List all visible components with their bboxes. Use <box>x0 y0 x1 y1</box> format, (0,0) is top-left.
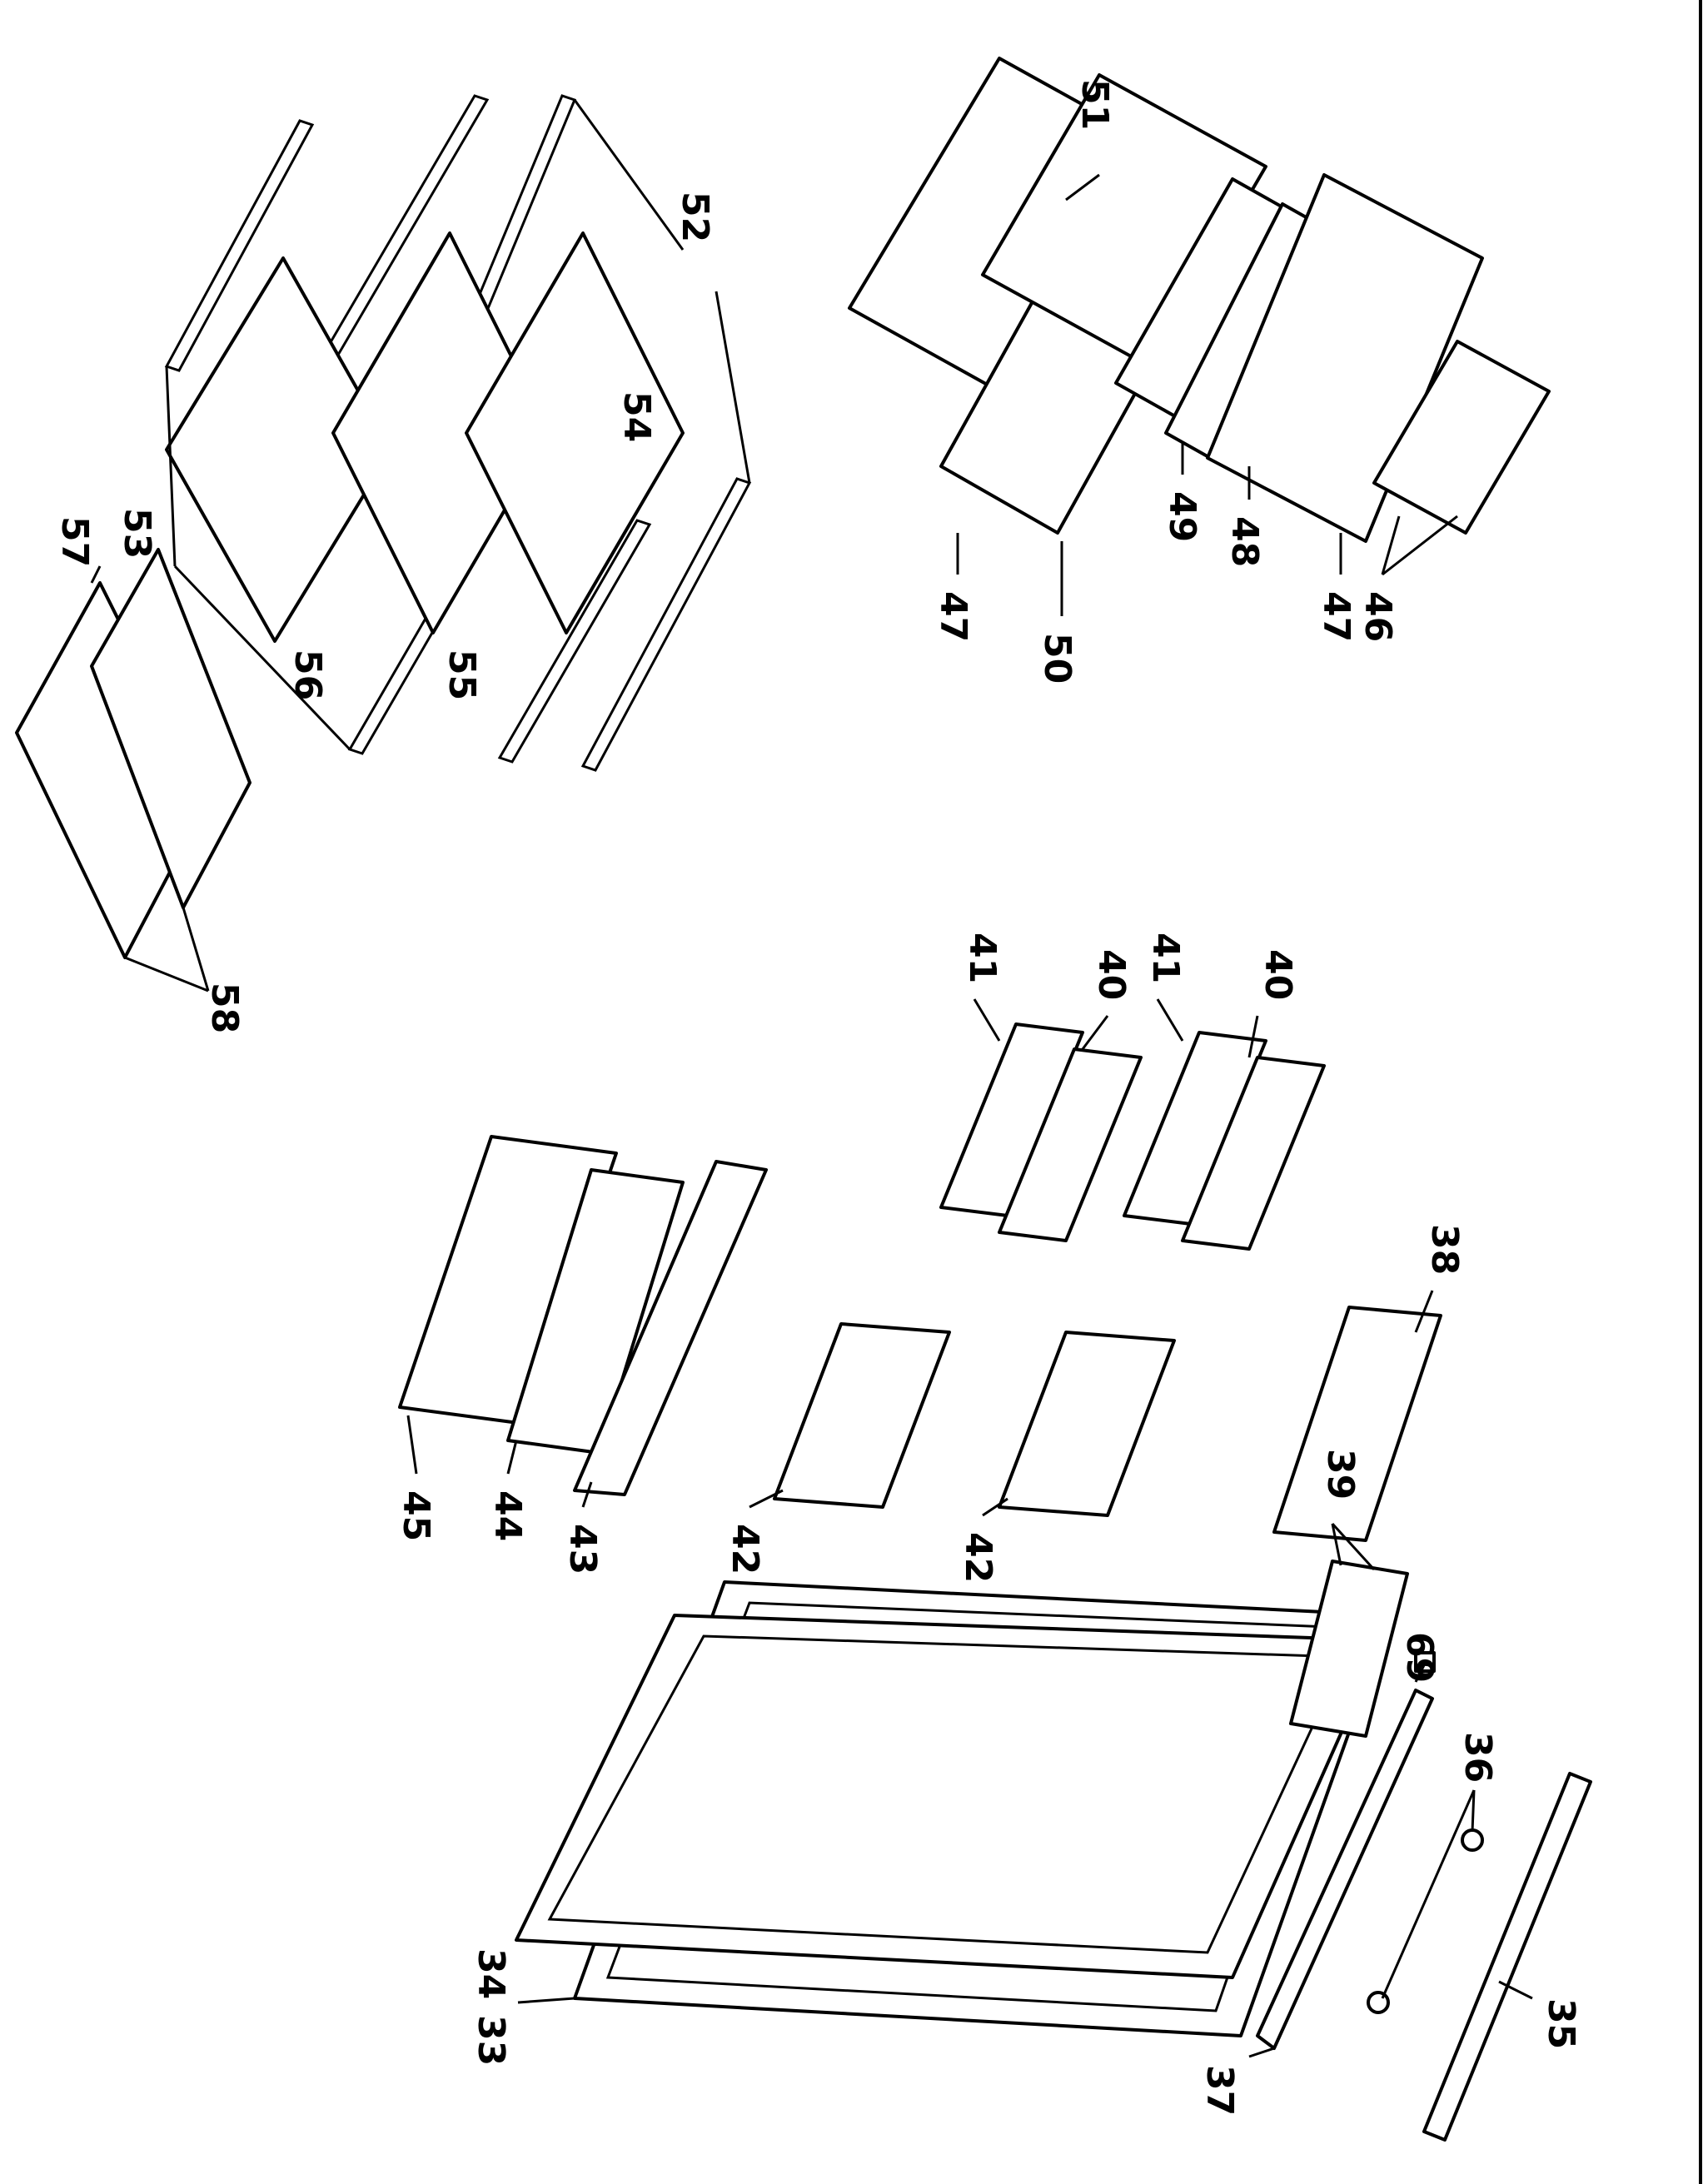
callout-55: 55 <box>441 649 483 700</box>
small-bin-upper <box>773 1322 951 1509</box>
callout-53: 53 <box>116 508 158 559</box>
leader-35 <box>1498 1980 1533 2000</box>
leader-33 <box>517 1997 575 2004</box>
drawer-cover-54 <box>465 231 685 634</box>
leader-36b <box>1381 1789 1476 1999</box>
callout-49: 49 <box>1161 491 1203 542</box>
leader-53a <box>165 366 177 567</box>
rail-5 <box>497 519 652 764</box>
callout-labels: 33 34 35 36 37 69 38 39 40 41 40 41 42 4… <box>53 79 1582 2116</box>
leader-41a <box>973 998 1001 1042</box>
rail-1 <box>164 119 315 372</box>
callout-34: 34 <box>470 1948 512 1999</box>
callout-50: 50 <box>1036 633 1078 684</box>
leader-lines <box>90 99 1533 2058</box>
leader-42a <box>749 1489 784 1509</box>
hinge-cap <box>1414 1651 1436 1673</box>
callout-40-upper: 40 <box>1090 949 1133 1000</box>
egg-holder-lower <box>1181 1056 1326 1251</box>
shelf-frame-51 <box>981 73 1267 368</box>
glass-shelf-47b <box>1206 173 1484 543</box>
callout-42-left: 42 <box>724 1524 766 1575</box>
leader-39a <box>1331 1523 1342 1566</box>
small-bin-lower <box>998 1331 1176 1517</box>
callout-44: 44 <box>486 1490 529 1541</box>
leader-69 <box>1414 1664 1426 1683</box>
callout-69: 69 <box>1398 1632 1441 1683</box>
callout-41-upper: 41 <box>961 933 1003 983</box>
leader-58a <box>124 956 209 993</box>
leader-52b <box>715 291 751 484</box>
callout-33: 33 <box>470 2015 512 2066</box>
callout-47-right: 47 <box>1315 591 1357 642</box>
egg-tray-lower <box>1123 1031 1267 1226</box>
callout-46: 46 <box>1357 591 1399 642</box>
door-bins <box>398 1022 1442 1738</box>
leader-40a <box>1081 1015 1109 1050</box>
callout-51: 51 <box>1073 79 1116 130</box>
callout-57: 57 <box>53 516 96 567</box>
leader-44 <box>506 1440 518 1475</box>
leader-38 <box>1414 1290 1434 1333</box>
cover-grille-58 <box>90 548 251 909</box>
crisper-drawers <box>15 94 752 959</box>
callout-35: 35 <box>1540 1998 1582 2049</box>
leader-39b <box>1331 1522 1376 1571</box>
leader-43 <box>581 1481 593 1508</box>
leader-36a <box>1471 1789 1476 1833</box>
leader-37 <box>1248 2047 1275 2058</box>
egg-tray-upper <box>939 1022 1084 1217</box>
callout-48: 48 <box>1223 516 1266 567</box>
handle-cover <box>1422 1772 1592 2142</box>
dairy-bin-lid <box>506 1168 685 1455</box>
callout-52: 52 <box>674 192 716 242</box>
leader-42b <box>982 1497 1008 1517</box>
door-handle-trim <box>1256 1689 1434 2050</box>
callout-40-lower: 40 <box>1257 949 1299 1000</box>
callout-37: 37 <box>1198 2065 1241 2116</box>
screw-lower <box>1367 1991 1390 2014</box>
callout-43: 43 <box>561 1524 604 1575</box>
leader-46a <box>1381 515 1401 575</box>
screw-upper <box>1461 1828 1484 1852</box>
callout-47-left: 47 <box>932 591 974 642</box>
dairy-bin <box>398 1135 618 1425</box>
callout-58: 58 <box>203 983 246 1033</box>
callout-36: 36 <box>1457 1732 1499 1783</box>
shelf-pair-46 <box>1372 340 1551 535</box>
ice-bin-pair <box>1289 1560 1409 1738</box>
door-assembly <box>515 1580 1592 2142</box>
callout-39: 39 <box>1319 1449 1362 1500</box>
leader-53b <box>173 565 351 751</box>
callout-41-lower: 41 <box>1144 933 1187 983</box>
callout-38: 38 <box>1423 1224 1466 1275</box>
callout-42-right: 42 <box>957 1532 999 1583</box>
leader-41b <box>1156 998 1184 1042</box>
leader-52a <box>573 99 685 251</box>
egg-holder-upper <box>998 1047 1143 1242</box>
tall-bottle-bin <box>573 1160 768 1496</box>
leader-58b <box>182 907 210 992</box>
leader-40b <box>1247 1015 1259 1058</box>
leader-45 <box>406 1415 418 1475</box>
leader-51 <box>1065 173 1100 201</box>
leader-57 <box>90 565 102 584</box>
callout-54: 54 <box>615 391 658 442</box>
leader-34 <box>515 1935 520 1941</box>
interior-shelves <box>848 57 1551 543</box>
ice-tray <box>1272 1306 1442 1542</box>
callout-56: 56 <box>286 649 329 700</box>
leader-46b <box>1382 515 1458 576</box>
callout-45: 45 <box>395 1490 437 1541</box>
